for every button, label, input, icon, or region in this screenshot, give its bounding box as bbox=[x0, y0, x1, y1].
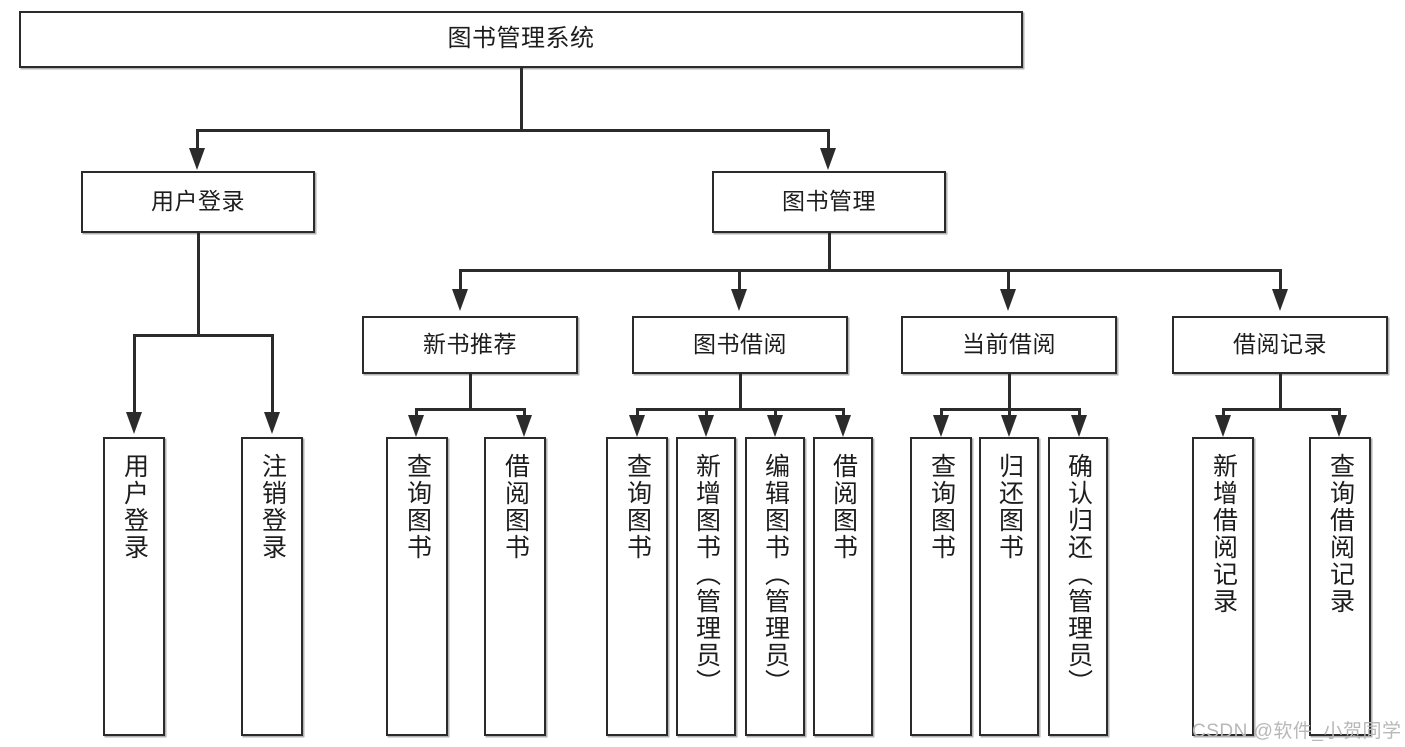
arrow-to-leaf-borrow-book-1 bbox=[516, 415, 532, 437]
leaf-query-book-recommend[interactable]: 查询图书 bbox=[386, 437, 448, 736]
node-user-login[interactable]: 用户登录 bbox=[81, 171, 315, 233]
connector-bookborrow-bus bbox=[636, 408, 844, 411]
node-label: 借阅图书 bbox=[501, 453, 530, 561]
connector-bookborrow-drop-4 bbox=[842, 408, 845, 420]
node-label: 查询图书 bbox=[623, 453, 652, 561]
node-label: 图书管理 bbox=[782, 188, 876, 215]
csdn-watermark: CSDN @软件_小贺同学 bbox=[1192, 721, 1402, 742]
connector-bookmgmt-drop-2 bbox=[738, 269, 741, 293]
node-label: 当前借阅 bbox=[962, 331, 1056, 358]
node-label: 图书借阅 bbox=[693, 331, 787, 358]
node-label: 确认归还（管理员） bbox=[1064, 453, 1093, 696]
connector-currentborrow-drop-2 bbox=[1008, 408, 1011, 420]
connector-bookborrow-stem bbox=[739, 374, 742, 410]
connector-newbook-drop-2 bbox=[523, 408, 526, 420]
node-label: 查询图书 bbox=[403, 453, 432, 561]
leaf-edit-book-admin[interactable]: 编辑图书（管理员） bbox=[745, 437, 805, 736]
connector-bookborrow-drop-2 bbox=[705, 408, 708, 420]
leaf-query-borrow-record[interactable]: 查询借阅记录 bbox=[1309, 437, 1371, 736]
arrow-to-leaf-logout bbox=[264, 412, 280, 434]
arrow-to-leaf-add-book bbox=[698, 415, 714, 437]
leaf-query-book-current[interactable]: 查询图书 bbox=[910, 437, 972, 736]
node-borrow-record[interactable]: 借阅记录 bbox=[1172, 316, 1388, 374]
node-label: 注销登录 bbox=[258, 453, 287, 561]
arrow-to-book-borrow bbox=[731, 289, 747, 311]
arrow-to-leaf-user-login bbox=[126, 412, 142, 434]
leaf-borrow-book[interactable]: 借阅图书 bbox=[813, 437, 873, 736]
leaf-return-book[interactable]: 归还图书 bbox=[979, 437, 1039, 736]
connector-root-drop-right bbox=[827, 129, 830, 153]
node-current-borrow[interactable]: 当前借阅 bbox=[901, 316, 1117, 374]
connector-newbook-bus bbox=[415, 408, 525, 411]
node-label: 归还图书 bbox=[995, 453, 1024, 561]
connector-userlogin-bus bbox=[133, 334, 273, 337]
connector-newbook-stem bbox=[469, 374, 472, 410]
leaf-logout[interactable]: 注销登录 bbox=[241, 437, 303, 736]
arrow-to-leaf-return-book bbox=[1001, 415, 1017, 437]
connector-bookborrow-drop-1 bbox=[636, 408, 639, 420]
connector-bookmgmt-bus bbox=[459, 269, 1281, 272]
connector-newbook-drop-1 bbox=[415, 408, 418, 420]
leaf-query-book-borrow[interactable]: 查询图书 bbox=[606, 437, 668, 736]
node-label: 借阅图书 bbox=[829, 453, 858, 561]
connector-bookmgmt-drop-1 bbox=[459, 269, 462, 293]
arrow-to-leaf-query-record bbox=[1331, 415, 1347, 437]
arrow-to-book-manage bbox=[820, 148, 836, 170]
arrow-to-leaf-query-book-1 bbox=[408, 415, 424, 437]
node-label: 查询借阅记录 bbox=[1326, 453, 1355, 615]
arrow-to-leaf-query-book-3 bbox=[933, 415, 949, 437]
node-label: 图书管理系统 bbox=[447, 25, 595, 53]
connector-root-drop-left bbox=[196, 129, 199, 153]
connector-bookmgmt-drop-3 bbox=[1007, 269, 1010, 293]
node-new-book-recommend[interactable]: 新书推荐 bbox=[362, 316, 578, 374]
arrow-to-leaf-borrow-book-2 bbox=[835, 415, 851, 437]
connector-userlogin-stem bbox=[197, 233, 200, 336]
node-book-management[interactable]: 图书管理 bbox=[712, 171, 946, 233]
arrow-to-leaf-edit-book bbox=[767, 415, 783, 437]
connector-borrowrecord-bus bbox=[1222, 408, 1340, 411]
arrow-to-leaf-add-record bbox=[1215, 415, 1231, 437]
connector-userlogin-drop-1 bbox=[133, 334, 136, 417]
node-label: 编辑图书（管理员） bbox=[761, 453, 790, 696]
node-book-borrow[interactable]: 图书借阅 bbox=[632, 316, 848, 374]
node-label: 新增图书（管理员） bbox=[692, 453, 721, 696]
arrow-to-user-login bbox=[189, 148, 205, 170]
node-label: 用户登录 bbox=[151, 188, 245, 215]
connector-root-bus bbox=[196, 129, 829, 132]
node-label: 新增借阅记录 bbox=[1209, 453, 1238, 615]
connector-currentborrow-drop-1 bbox=[940, 408, 943, 420]
connector-borrowrecord-stem bbox=[1279, 374, 1282, 410]
node-label: 查询图书 bbox=[927, 453, 956, 561]
arrow-to-borrow-record bbox=[1272, 289, 1288, 311]
leaf-add-book-admin[interactable]: 新增图书（管理员） bbox=[676, 437, 736, 736]
leaf-borrow-book-recommend[interactable]: 借阅图书 bbox=[484, 437, 546, 736]
connector-bookborrow-drop-3 bbox=[774, 408, 777, 420]
arrow-to-leaf-confirm-return bbox=[1071, 415, 1087, 437]
connector-bookmgmt-stem bbox=[828, 233, 831, 271]
node-label: 用户登录 bbox=[120, 453, 149, 561]
leaf-user-login[interactable]: 用户登录 bbox=[103, 437, 165, 736]
arrow-to-leaf-query-book-2 bbox=[629, 415, 645, 437]
connector-bookmgmt-drop-4 bbox=[1279, 269, 1282, 293]
leaf-add-borrow-record[interactable]: 新增借阅记录 bbox=[1192, 437, 1254, 736]
leaf-confirm-return-admin[interactable]: 确认归还（管理员） bbox=[1048, 437, 1108, 736]
connector-root-stem bbox=[520, 68, 523, 130]
connector-currentborrow-drop-3 bbox=[1078, 408, 1081, 420]
connector-borrowrecord-drop-2 bbox=[1338, 408, 1341, 420]
arrow-to-current-borrow bbox=[1000, 289, 1016, 311]
arrow-to-new-book-recommend bbox=[452, 289, 468, 311]
connector-borrowrecord-drop-1 bbox=[1222, 408, 1225, 420]
connector-currentborrow-stem bbox=[1008, 374, 1011, 410]
node-root-system[interactable]: 图书管理系统 bbox=[19, 11, 1023, 68]
connector-userlogin-drop-2 bbox=[271, 334, 274, 417]
node-label: 新书推荐 bbox=[423, 331, 517, 358]
node-label: 借阅记录 bbox=[1233, 331, 1327, 358]
